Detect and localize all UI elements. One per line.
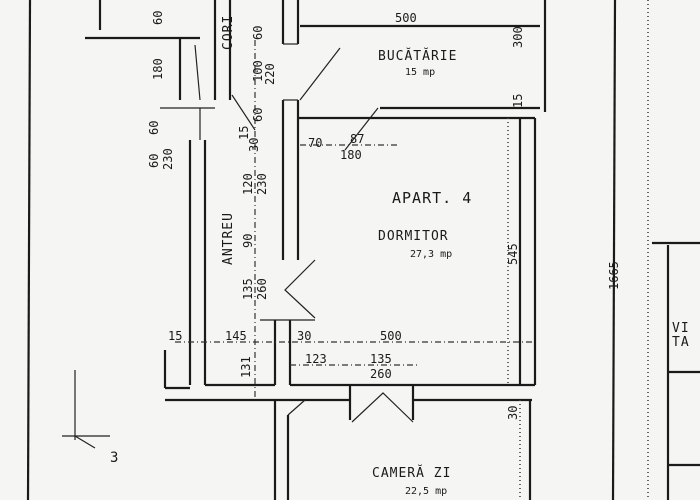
dim-kitchen-depth: 300 bbox=[511, 26, 525, 48]
living-room-name: CAMERĂ ZI bbox=[372, 465, 451, 481]
dim-100: 100 bbox=[251, 60, 265, 82]
kitchen-area: 15 mp bbox=[405, 67, 435, 78]
edge-label-1: VI bbox=[672, 321, 690, 336]
dim-60-c: 60 bbox=[147, 121, 161, 135]
dim-230: 230 bbox=[255, 173, 269, 195]
dim-total-length: 1665 bbox=[607, 261, 621, 290]
north-marker: 3 bbox=[110, 450, 118, 466]
living-room-area: 22,5 mp bbox=[405, 486, 447, 497]
dimension-lines bbox=[62, 40, 535, 500]
walls bbox=[26, 0, 700, 500]
bedroom-name: DORMITOR bbox=[378, 229, 449, 244]
dim-135-bottom: 135 bbox=[370, 352, 392, 366]
dim-15-top: 15 bbox=[511, 94, 525, 108]
dim-15-bottom: 15 bbox=[168, 329, 182, 343]
dim-30-mid: 30 bbox=[247, 138, 261, 152]
edge-label-2: TA bbox=[672, 335, 690, 350]
dim-180-door: 180 bbox=[340, 148, 362, 162]
dim-30-right: 30 bbox=[506, 406, 520, 420]
dim-220: 220 bbox=[263, 63, 277, 85]
dim-kitchen-width: 500 bbox=[395, 11, 417, 25]
dim-180-left: 180 bbox=[151, 58, 165, 80]
apartment-label: APART. 4 bbox=[392, 189, 472, 207]
dim-260-door: 260 bbox=[255, 278, 269, 300]
dim-60-b: 60 bbox=[251, 26, 265, 40]
dim-131: 131 bbox=[239, 356, 253, 378]
dim-260-bottom: 260 bbox=[370, 367, 392, 381]
dim-60-e: 60 bbox=[251, 108, 265, 122]
hall-name: ANTREU bbox=[221, 212, 236, 265]
corridor-name: CORI bbox=[221, 15, 236, 50]
dim-145: 145 bbox=[225, 329, 247, 343]
dim-123: 123 bbox=[305, 352, 327, 366]
dim-90: 90 bbox=[241, 234, 255, 248]
bedroom-area: 27,3 mp bbox=[410, 249, 452, 260]
dim-135-door: 135 bbox=[241, 278, 255, 300]
dim-bedroom-width: 500 bbox=[380, 329, 402, 343]
dim-87: 87 bbox=[350, 132, 364, 146]
kitchen-name: BUCĂTĂRIE bbox=[378, 48, 457, 64]
dim-120: 120 bbox=[241, 173, 255, 195]
dim-60-d: 60 bbox=[147, 154, 161, 168]
dim-30-bottom: 30 bbox=[297, 329, 311, 343]
dim-bedroom-depth: 545 bbox=[506, 243, 520, 265]
dim-70: 70 bbox=[308, 136, 322, 150]
dim-230-left: 230 bbox=[161, 148, 175, 170]
dim-15-mid: 15 bbox=[237, 126, 251, 140]
dim-60-a: 60 bbox=[151, 11, 165, 25]
